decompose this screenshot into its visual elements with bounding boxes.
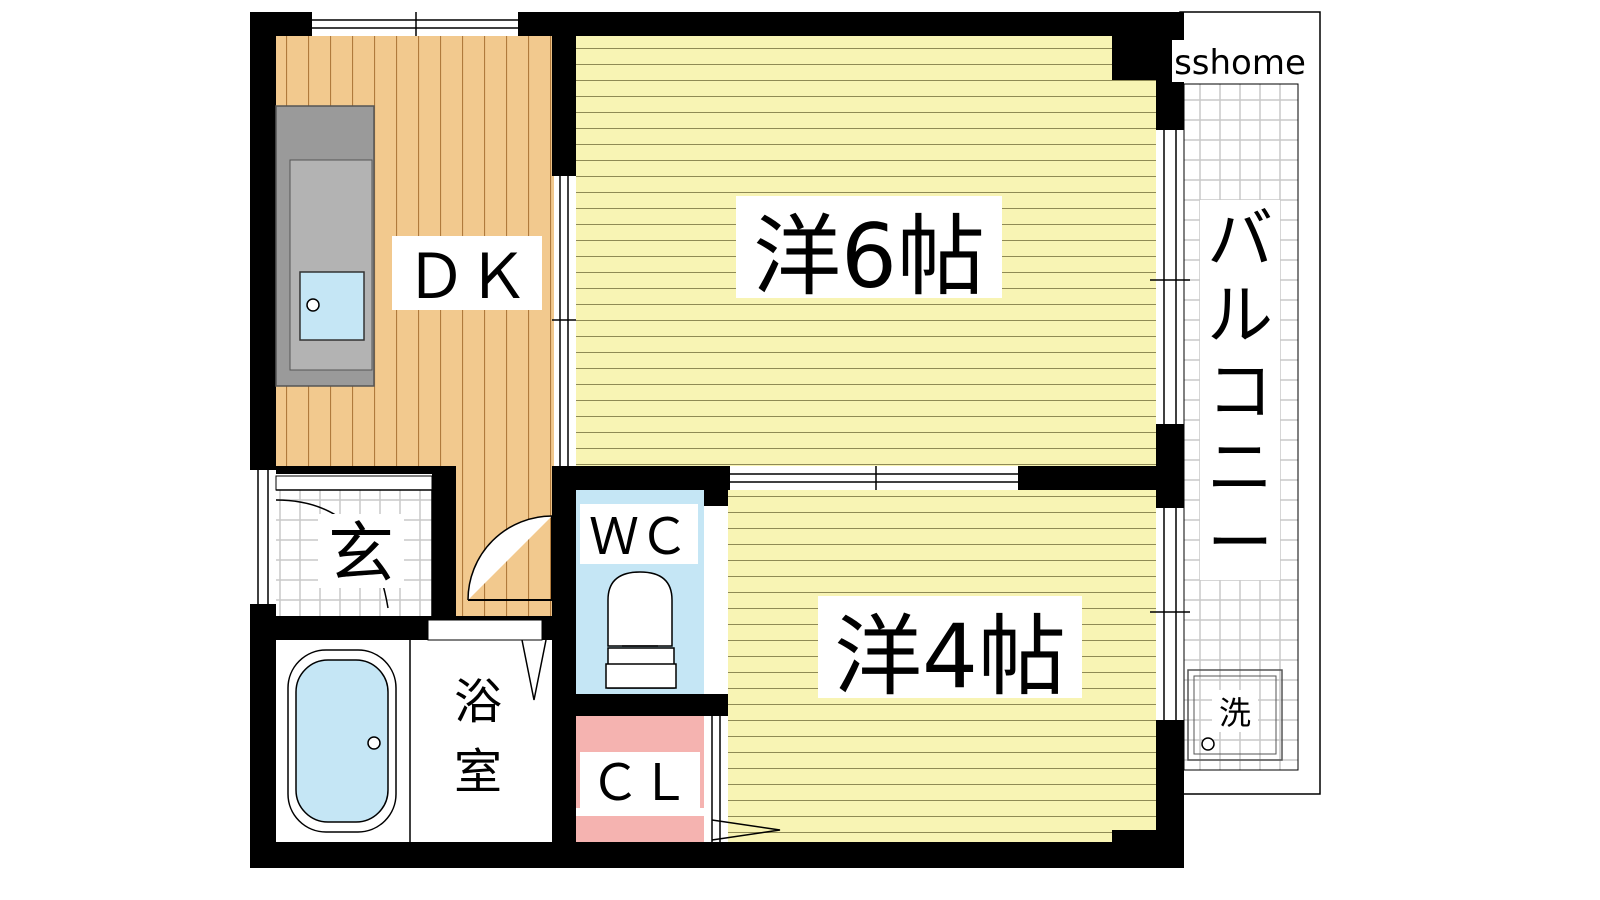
sink-drain-icon bbox=[306, 298, 320, 312]
svg-text:コ: コ bbox=[1207, 353, 1273, 430]
svg-text:ニ: ニ bbox=[1207, 429, 1273, 506]
top-window bbox=[312, 12, 518, 36]
bath-label-line2: 室 bbox=[454, 744, 502, 800]
washer-pan-inner bbox=[1193, 675, 1277, 755]
closet-door-frame bbox=[706, 716, 781, 842]
washer-drain-icon bbox=[1201, 737, 1215, 751]
svg-text:バ: バ bbox=[1207, 201, 1273, 278]
closet-label-box bbox=[580, 752, 700, 808]
walls bbox=[250, 12, 1184, 868]
sliding-door-6-4 bbox=[730, 466, 1018, 490]
wc-label: ＷＣ bbox=[589, 508, 689, 566]
toilet bbox=[604, 571, 677, 692]
closet-shelf-stripe bbox=[576, 808, 704, 816]
closet-label: ＣＬ bbox=[590, 754, 690, 812]
bathtub bbox=[287, 640, 411, 842]
svg-text:ル: ル bbox=[1207, 277, 1273, 354]
room-4-label: 洋4帖 bbox=[834, 605, 1066, 708]
laundry-label: 洗 bbox=[1219, 694, 1251, 732]
balcony-window-upper bbox=[1150, 130, 1190, 424]
laundry-label-box bbox=[1212, 690, 1258, 732]
dk-label: ＤＫ bbox=[405, 240, 529, 313]
bath-door bbox=[427, 619, 547, 701]
balcony-window-lower bbox=[1150, 508, 1190, 720]
swing-door-wc bbox=[467, 515, 553, 601]
wc-door-frame bbox=[706, 506, 726, 694]
svg-text:ー: ー bbox=[1207, 505, 1273, 582]
wc-label-box bbox=[580, 504, 698, 564]
entrance-label-box bbox=[318, 514, 404, 588]
entrance-door-frame bbox=[252, 470, 274, 604]
room-6-label: 洋6帖 bbox=[753, 205, 985, 308]
watermark-box bbox=[1172, 40, 1308, 82]
bath-label-line1: 浴 bbox=[454, 674, 502, 730]
watermark-text: sshome bbox=[1174, 43, 1306, 83]
entrance-label: 玄 bbox=[328, 515, 394, 592]
room-6-label-box bbox=[736, 196, 1002, 298]
washer-pan bbox=[1187, 669, 1283, 761]
dk-label-box bbox=[392, 236, 542, 310]
sliding-door-dk-6 bbox=[552, 176, 576, 466]
balcony-label-box bbox=[1200, 200, 1280, 580]
kitchen-counter bbox=[275, 105, 375, 387]
balcony-label: バ ル コ ニ ー bbox=[1207, 201, 1273, 582]
room-4-label-box bbox=[818, 596, 1082, 698]
bath-drain-icon bbox=[367, 736, 381, 750]
